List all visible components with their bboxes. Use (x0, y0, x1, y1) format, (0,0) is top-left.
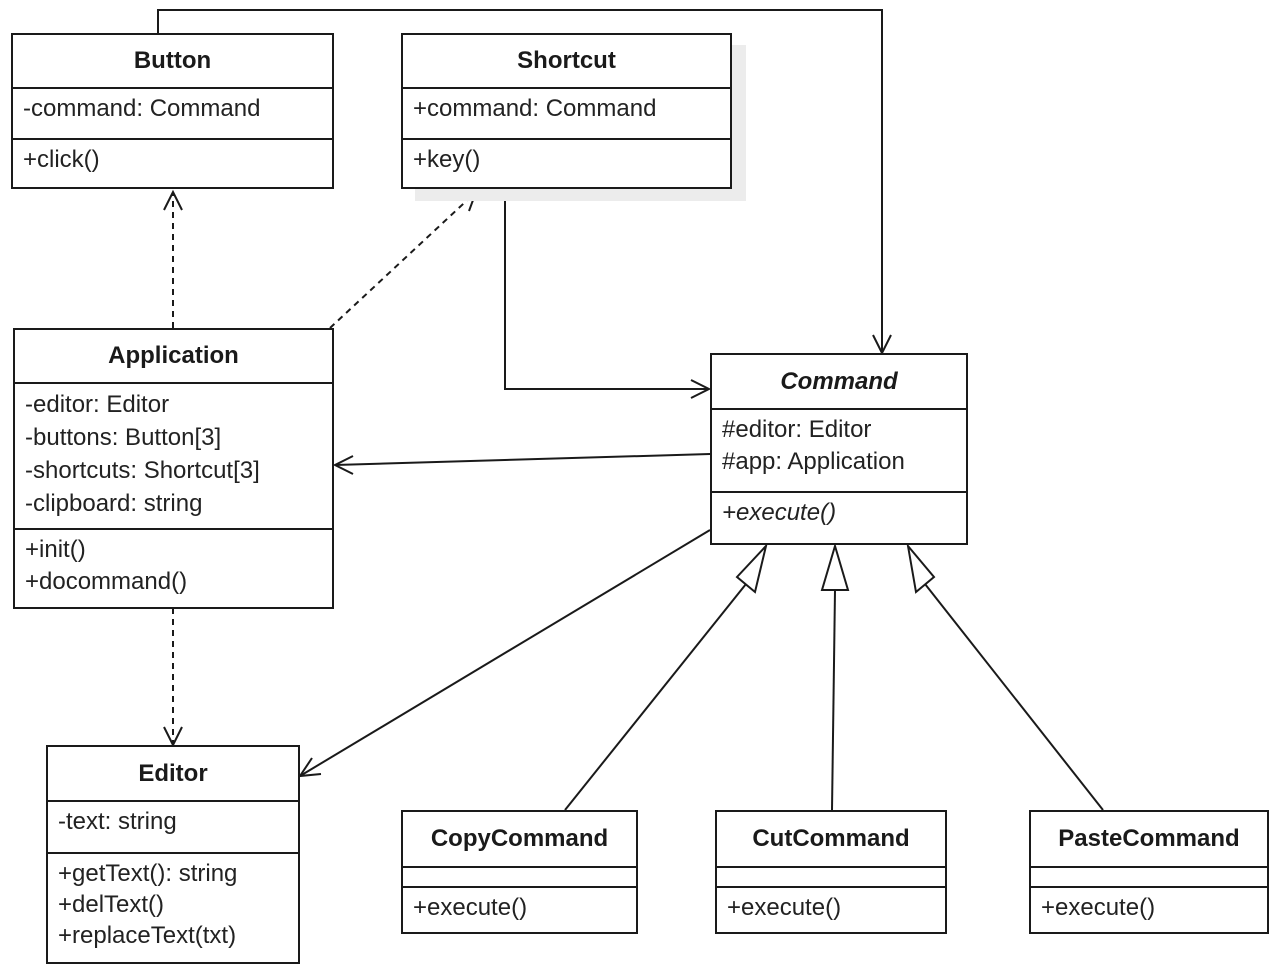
class-shortcut[interactable]: Shortcut +command: Command +key() (401, 33, 732, 189)
method: +key() (413, 146, 481, 173)
class-cutcommand[interactable]: CutCommand +execute() (715, 810, 947, 934)
method: +replaceText(txt) (58, 922, 237, 949)
attributes-section: -editor: Editor -buttons: Button[3] -sho… (15, 384, 332, 530)
class-title: CutCommand (717, 812, 945, 868)
class-title: Shortcut (403, 35, 730, 89)
class-title: Application (15, 330, 332, 384)
attribute: -editor: Editor (25, 391, 170, 418)
association-shortcut-command (504, 188, 712, 399)
attribute: -command: Command (23, 95, 261, 122)
dependency-application-shortcut (329, 190, 478, 329)
attributes-section (1031, 868, 1267, 888)
attributes-section: #editor: Editor #app: Application (712, 410, 966, 493)
class-editor[interactable]: Editor -text: string +getText(): string … (46, 745, 300, 964)
class-title: CopyCommand (403, 812, 636, 868)
method: +delText() (58, 891, 165, 918)
methods-section: +execute() (712, 493, 966, 533)
attribute: -shortcuts: Shortcut[3] (25, 457, 260, 484)
attributes-section: -text: string (48, 802, 298, 854)
attributes-section (403, 868, 636, 888)
attributes-section: +command: Command (403, 89, 730, 140)
association-command-application (332, 453, 711, 475)
class-title: Editor (48, 747, 298, 802)
generalization-paste-command (906, 542, 1104, 811)
attribute: -text: string (58, 808, 177, 835)
class-command[interactable]: Command #editor: Editor #app: Applicatio… (710, 353, 968, 545)
class-application[interactable]: Application -editor: Editor -buttons: Bu… (13, 328, 334, 609)
generalization-cut-command (820, 542, 850, 811)
class-title: Button (13, 35, 332, 89)
methods-section: +getText(): string +delText() +replaceTe… (48, 854, 298, 955)
methods-section: +init() +docommand() (15, 530, 332, 602)
method: +execute() (1041, 894, 1156, 921)
dependency-application-button (163, 189, 183, 328)
association-command-editor (298, 529, 711, 778)
attributes-section: -command: Command (13, 89, 332, 140)
method: +execute() (722, 499, 837, 526)
generalization-copy-command (564, 542, 768, 811)
attribute: #app: Application (722, 448, 905, 475)
method: +execute() (727, 894, 842, 921)
methods-section: +key() (403, 140, 730, 180)
class-title: PasteCommand (1031, 812, 1267, 868)
method: +getText(): string (58, 860, 238, 887)
class-copycommand[interactable]: CopyCommand +execute() (401, 810, 638, 934)
method: +click() (23, 146, 100, 173)
methods-section: +execute() (717, 888, 945, 928)
attribute: +command: Command (413, 95, 657, 122)
class-button[interactable]: Button -command: Command +click() (11, 33, 334, 189)
methods-section: +click() (13, 140, 332, 180)
method: +init() (25, 536, 86, 563)
class-pastecommand[interactable]: PasteCommand +execute() (1029, 810, 1269, 934)
dependency-application-editor (163, 608, 183, 748)
class-title: Command (712, 355, 966, 410)
attribute: -buttons: Button[3] (25, 424, 222, 451)
attributes-section (717, 868, 945, 888)
methods-section: +execute() (403, 888, 636, 928)
method: +docommand() (25, 568, 188, 595)
methods-section: +execute() (1031, 888, 1267, 928)
attribute: -clipboard: string (25, 490, 203, 517)
attribute: #editor: Editor (722, 416, 872, 443)
method: +execute() (413, 894, 528, 921)
